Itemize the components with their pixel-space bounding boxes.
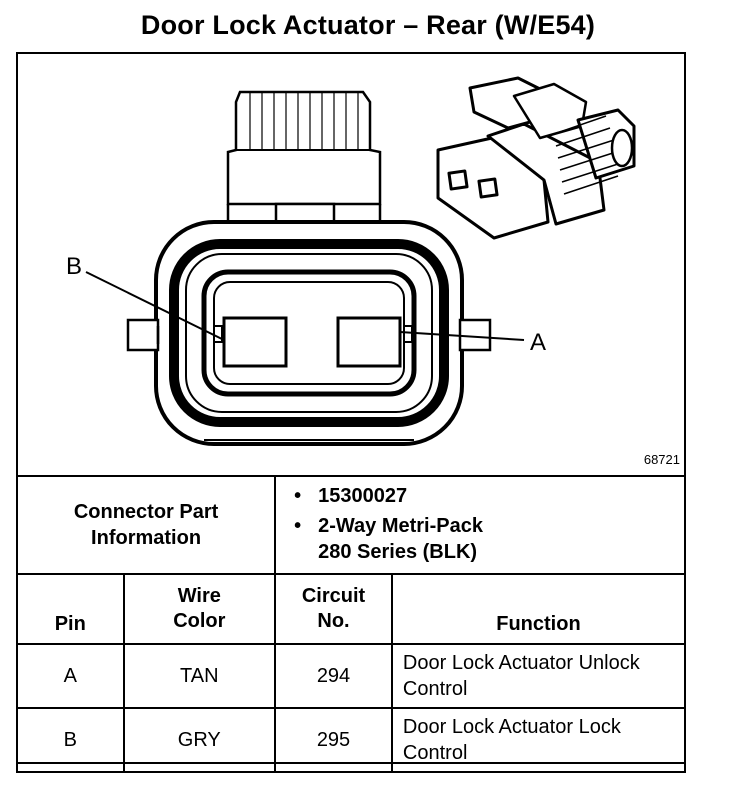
terminal-b — [222, 316, 288, 368]
connector-part-description: 2-Way Metri-Pack 280 Series (BLK) — [294, 513, 518, 565]
connector-info-label: Connector Part Information — [15, 475, 277, 575]
callout-b-label: B — [66, 253, 82, 280]
connector-info-values: 15300027 2-Way Metri-Pack 280 Series (BL… — [274, 475, 686, 575]
wire-color-cell: TAN — [122, 643, 277, 709]
diagram-title: Door Lock Actuator – Rear (W/E54) — [140, 10, 596, 40]
callout-a-label: A — [530, 329, 546, 356]
header-circuit-no: Circuit No. — [274, 573, 393, 645]
function-cell: Door Lock Actuator Unlock Control — [390, 643, 687, 709]
connector-table: Connector Part Information 15300027 2-Wa… — [15, 475, 687, 773]
terminal-a — [336, 316, 402, 368]
pin-cell: B — [16, 707, 125, 773]
wire-color-cell: GRY — [122, 707, 277, 773]
connector-info-row: Connector Part Information 15300027 2-Wa… — [15, 475, 686, 575]
callout-a-leader — [399, 331, 525, 341]
connector-latch — [226, 90, 382, 224]
circuit-cell: 294 — [274, 643, 393, 709]
connector-part-number: 15300027 — [294, 483, 684, 509]
connector-isometric-view — [436, 76, 636, 240]
header-pin: Pin — [16, 573, 125, 645]
pin-cell: A — [16, 643, 125, 709]
callout-b-leader — [85, 271, 225, 341]
table-row: A TAN 294 Door Lock Actuator Unlock Cont… — [16, 643, 687, 709]
table-row: B GRY 295 Door Lock Actuator Lock Contro… — [16, 707, 687, 773]
function-cell: Door Lock Actuator Lock Control — [390, 707, 687, 773]
header-wire-color: Wire Color — [122, 573, 277, 645]
connector-side-tabs — [126, 318, 492, 352]
table-header-row: Pin Wire Color Circuit No. Function — [16, 573, 687, 645]
connector-diagram: B A — [18, 54, 684, 476]
header-function: Function — [390, 573, 687, 645]
figure-number: 68721 — [643, 452, 680, 467]
circuit-cell: 295 — [274, 707, 393, 773]
